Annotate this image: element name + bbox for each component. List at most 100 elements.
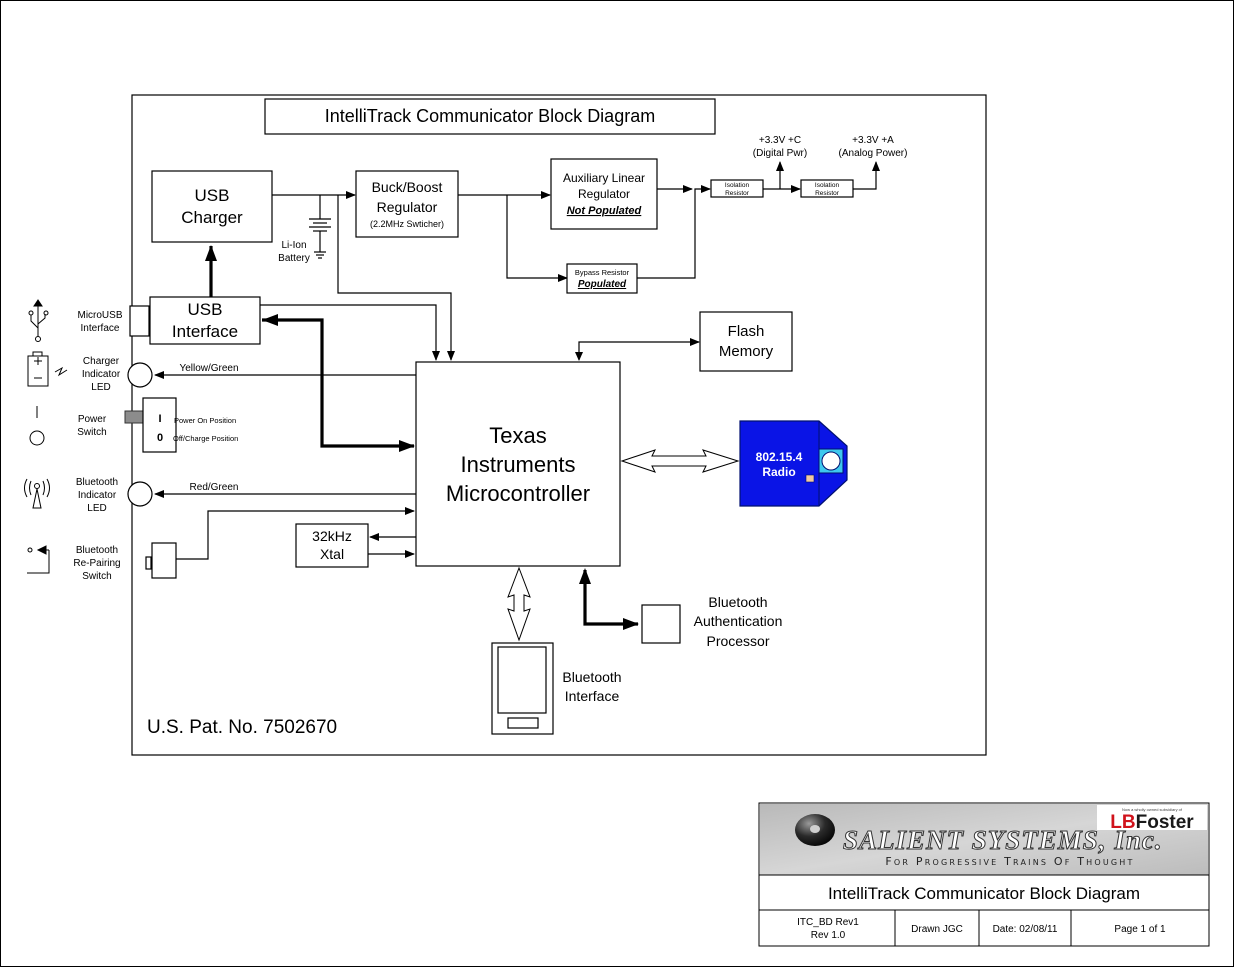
legend-repair-label-2: Re-Pairing [73,558,120,569]
usb-charger-block[interactable]: USB Charger [151,170,273,243]
microcontroller-block[interactable]: Texas Instruments Microcontroller [415,361,621,567]
battery-icon [27,351,68,387]
title-block: SALIENT SYSTEMS, Inc. For Progressive Tr… [758,802,1210,947]
doc-id: ITC_BD Rev1 [797,917,859,928]
legend-power-label-1: Power [78,414,107,425]
flash-to-mcu-arrowhead [575,352,583,361]
repairing-pushbutton[interactable] [145,542,177,579]
microusb-connector[interactable] [129,305,150,337]
mcu-line2: Instruments [461,452,576,477]
mcu-line1: Texas [489,423,546,448]
lbfoster-logo: LBFoster [1110,812,1194,833]
usb-interface-line1: USB [188,300,223,319]
usb-charger-line2: Charger [181,208,243,227]
doc-rev: Rev 1.0 [811,930,846,941]
power-switch-actuator[interactable] [124,410,144,424]
radio-line1: 802.15.4 [756,450,803,464]
isolation-resistor-1[interactable]: Isolation Resistor [710,179,764,198]
buck-boost-regulator-block[interactable]: Buck/Boost Regulator (2.2MHz Swticher) [355,170,459,238]
isolation-2-line2: Resistor [815,190,840,197]
bt-auth-processor-block[interactable] [641,604,681,644]
bt-auth-bus-arrowhead [579,568,591,584]
patent-number: U.S. Pat. No. 7502670 [147,717,337,738]
flash-memory-block[interactable]: Flash Memory [699,311,793,372]
switch-off-label: Off/Charge Position [173,434,238,443]
radio-module[interactable]: 802.15.4 Radio [739,420,848,507]
mcu-to-flash-wire [578,338,700,360]
lbfoster-logo-bg [1097,805,1207,830]
analog-rail-label-1: +3.3V +A [852,135,894,146]
aux-linear-line1: Auxiliary Linear [563,171,645,185]
lbfoster-lb: LB [1110,812,1135,833]
bt-interface-line1: Bluetooth [562,669,621,685]
antenna-icon [24,478,50,509]
legend-repair-label-1: Bluetooth [76,545,118,556]
repairing-switch-wire [176,507,415,560]
digital-rail-label-1: +3.3V +C [759,135,801,146]
radio-antenna-port [821,451,841,471]
isolation-resistor-2[interactable]: Isolation Resistor [800,179,854,198]
radio-led [805,474,815,483]
flash-line1: Flash [728,323,765,340]
flash-line2: Memory [719,343,774,360]
usb-interface-line2: Interface [172,322,238,341]
legend-charger-label-1: Charger [83,356,120,367]
legend-charger-label-2: Indicator [82,369,121,380]
bypass-to-isolation-wire [637,185,711,279]
lbfoster-foster: Foster [1136,812,1195,833]
legend-bt-led-label-3: LED [87,503,106,514]
battery-label-line1: Li-Ion [281,240,306,251]
isolation-1-line1: Isolation [725,182,750,189]
page-number: Page 1 of 1 [1114,924,1166,935]
charger-indicator-led [127,362,153,388]
isolation-2-line1: Isolation [815,182,840,189]
radio-line2: Radio [762,465,795,479]
bluetooth-interface-device[interactable] [491,642,554,735]
aux-linear-status: Not Populated [567,205,642,217]
usb-charger-line1: USB [195,186,230,205]
mcu-line3: Microcontroller [446,481,590,506]
company-tagline: For Progressive Trains Of Thought [885,855,1134,868]
switch-on-label: Power On Position [174,416,236,425]
bypass-resistor-status: Populated [578,279,627,290]
regulator-to-bypass-wire [506,195,568,282]
bypass-resistor-block[interactable]: Bypass Resistor Populated [566,263,638,294]
legend-usb-label-1: MicroUSB [77,310,122,321]
mcu-bt-interface-link [507,566,531,642]
buck-boost-line2: Regulator [377,199,438,215]
bypass-resistor-line1: Bypass Resistor [575,268,630,277]
bt-indicator-led [127,481,153,507]
mcu-to-bt-auth-bus [583,570,639,630]
usb-data-bus-arrowhead [262,314,278,326]
charger-led-signal-label: Yellow/Green [179,363,238,374]
aux-linear-line2: Regulator [578,187,630,201]
power-to-mcu-wire [337,195,455,361]
power-switch[interactable]: I 0 Power On Position Off/Charge Positio… [124,397,238,453]
bt-auth-line3: Processor [706,633,769,649]
mcu-radio-link [620,449,740,473]
diagram-title: IntelliTrack Communicator Block Diagram [264,98,716,135]
diagram-frame [131,94,987,756]
bt-auth-line2: Authentication [694,613,783,629]
legend-charger-label-3: LED [91,382,110,393]
bt-auth-line1: Bluetooth [708,594,767,610]
bt-interface-line2: Interface [565,688,620,704]
battery-label-line2: Battery [278,253,310,264]
isolation-1-line2: Resistor [725,190,750,197]
xtal-line2: Xtal [320,546,344,562]
diagram-title-text: IntelliTrack Communicator Block Diagram [325,106,655,126]
analog-rail-arrow [853,161,880,190]
pushbutton-icon [27,545,50,574]
usb-interface-block[interactable]: USB Interface [149,296,261,345]
xtal-block[interactable]: 32kHz Xtal [295,523,369,568]
legend-power-label-2: Switch [77,427,106,438]
power-switch-icon [29,406,45,446]
drawing-date: Date: 02/08/11 [993,924,1058,935]
digital-rail-label-2: (Digital Pwr) [753,148,807,159]
disc-logo-icon [795,814,835,846]
aux-linear-regulator-block[interactable]: Auxiliary Linear Regulator Not Populated [550,158,658,230]
legend-repair-label-3: Switch [82,571,111,582]
legend-bt-led-label-1: Bluetooth [76,477,118,488]
legend-bt-led-label-2: Indicator [78,490,117,501]
